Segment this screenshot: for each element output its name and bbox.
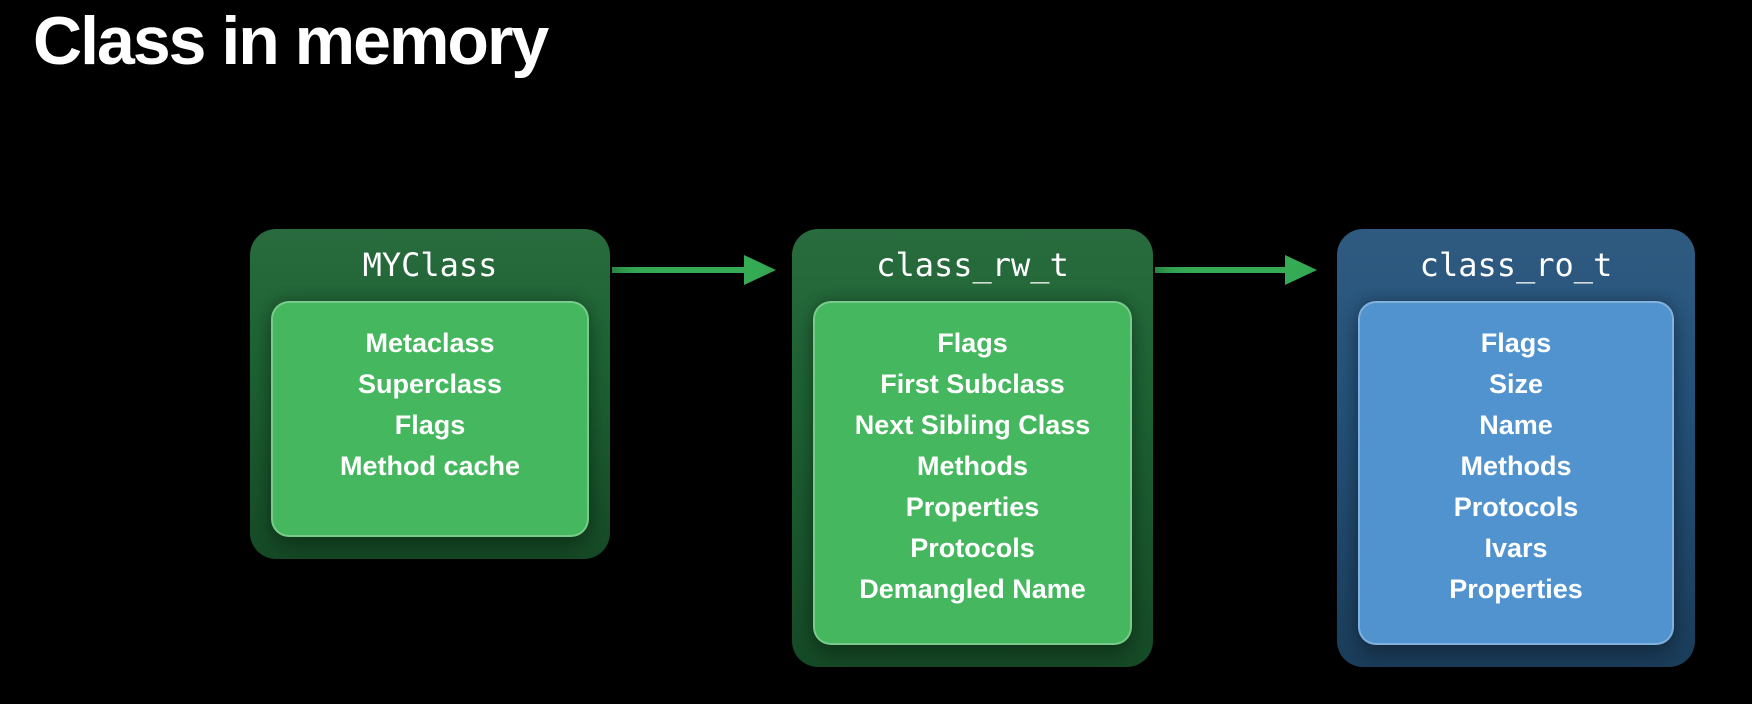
field-row: Name xyxy=(1479,410,1553,440)
node-class-rw-t: class_rw_t Flags First Subclass Next Sib… xyxy=(792,229,1153,667)
node-body: Flags Size Name Methods Protocols Ivars … xyxy=(1358,301,1674,645)
field-row: Method cache xyxy=(339,451,521,481)
arrow-right-icon xyxy=(612,255,776,285)
field-row: First Subclass xyxy=(880,369,1065,399)
arrow-right-icon xyxy=(1155,255,1317,285)
field-row: Methods xyxy=(1460,451,1572,481)
node-myclass: MYClass Metaclass Superclass Flags Metho… xyxy=(250,229,610,559)
field-row: Properties xyxy=(1449,574,1583,604)
node-body: Metaclass Superclass Flags Method cache xyxy=(271,301,589,537)
node-body: Flags First Subclass Next Sibling Class … xyxy=(813,301,1132,645)
field-row: Properties xyxy=(905,492,1040,522)
node-title: class_ro_t xyxy=(1419,246,1613,284)
field-row: Protocols xyxy=(1453,492,1579,522)
field-row: Next Sibling Class xyxy=(854,410,1091,440)
field-row: Flags xyxy=(394,410,466,440)
field-row: Ivars xyxy=(1484,533,1548,563)
field-row: Protocols xyxy=(910,533,1035,563)
page-title: Class in memory xyxy=(33,3,549,79)
field-row: Methods xyxy=(917,451,1028,481)
field-row: Superclass xyxy=(357,369,503,399)
node-title: MYClass xyxy=(362,246,498,284)
node-title: class_rw_t xyxy=(876,246,1069,284)
node-class-ro-t: class_ro_t Flags Size Name Methods Proto… xyxy=(1337,229,1695,667)
field-row: Demangled Name xyxy=(859,574,1086,604)
field-row: Flags xyxy=(937,328,1008,358)
field-row: Metaclass xyxy=(365,328,495,358)
field-row: Size xyxy=(1488,369,1544,399)
field-row: Flags xyxy=(1480,328,1552,358)
